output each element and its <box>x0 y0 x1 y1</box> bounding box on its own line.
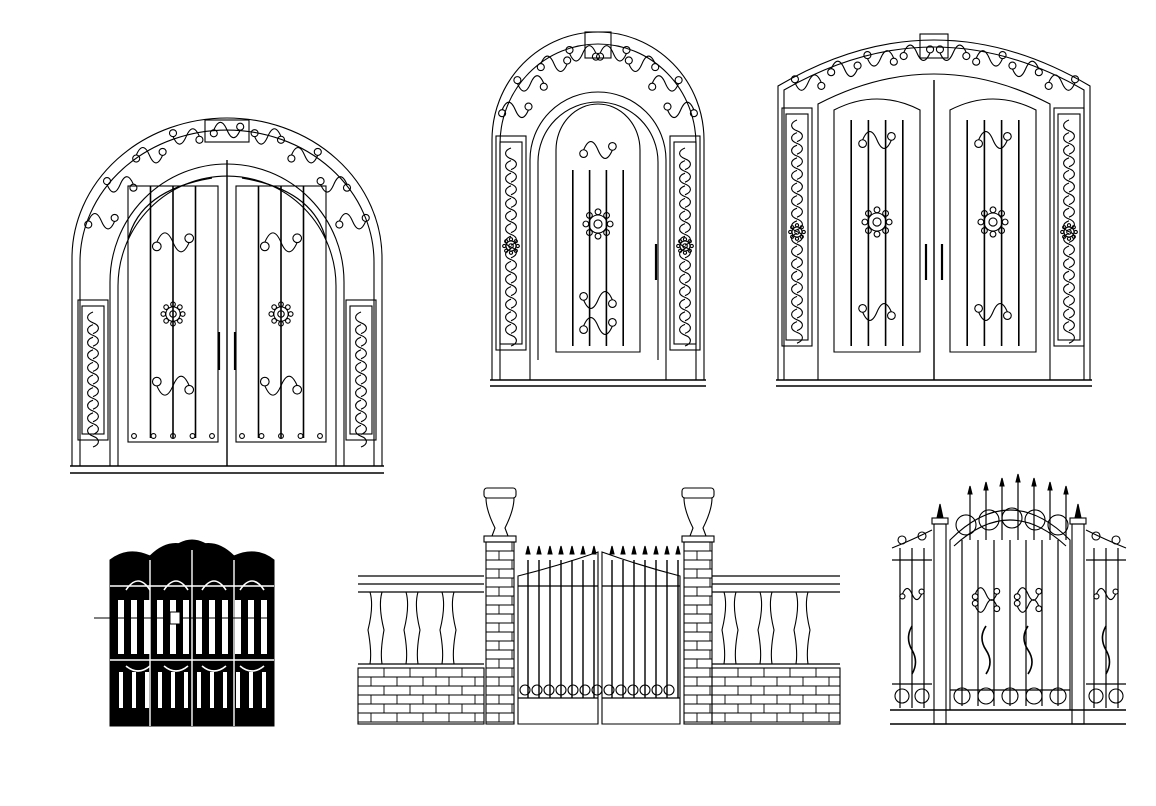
double-arched-door-large <box>70 117 384 474</box>
double-arched-door-wide <box>776 33 1092 387</box>
arched-spear-gate <box>890 473 1127 725</box>
solid-ornamental-gate <box>94 539 275 727</box>
balustrade-gate <box>357 487 841 725</box>
single-arched-door <box>490 31 706 387</box>
